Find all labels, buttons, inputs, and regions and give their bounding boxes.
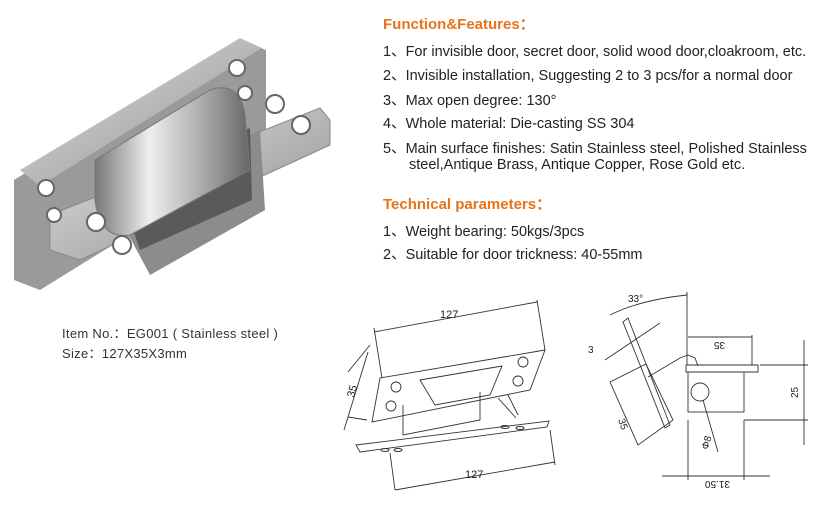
dim-plate-width: 35 [615,417,629,432]
feature-3: 3、Max open degree: 130° [383,93,557,109]
feature-5-cont: steel,Antique Brass, Antique Copper, Ros… [409,157,746,173]
dim-thickness: 3 [588,345,594,356]
hinge-drawing-isometric: 127 35 127 [343,299,556,491]
dim-hole: Φ8 [700,434,714,450]
feature-5: 5、Main surface finishes: Satin Stainless… [383,141,807,157]
dim-length-bottom: 127 [465,469,483,481]
dim-width-top: 35 [713,339,725,350]
item-number: Item No.：EG001 ( Stainless steel ) [62,326,279,341]
dim-height: 25 [790,386,801,398]
dim-width: 35 [345,384,360,399]
dim-length-top: 127 [440,309,458,321]
technical-heading: Technical parameters： [383,196,552,213]
features-heading: Function&Features： [383,16,535,33]
feature-1: 1、For invisible door, secret door, solid… [383,44,807,60]
dim-angle: 33° [628,294,643,305]
hinge-photo [14,38,331,290]
hinge-drawing-side: 33° 3 35 25 35 Φ8 31.50 [588,292,808,489]
dim-depth: 31.50 [705,478,730,489]
technical-2: 2、Suitable for door trickness: 40-55mm [383,247,643,263]
technical-1: 1、Weight bearing: 50kgs/3pcs [383,224,585,240]
feature-4: 4、Whole material: Die-casting SS 304 [383,116,635,132]
size: Size：127X35X3mm [62,346,188,361]
feature-2: 2、Invisible installation, Suggesting 2 t… [383,68,793,84]
